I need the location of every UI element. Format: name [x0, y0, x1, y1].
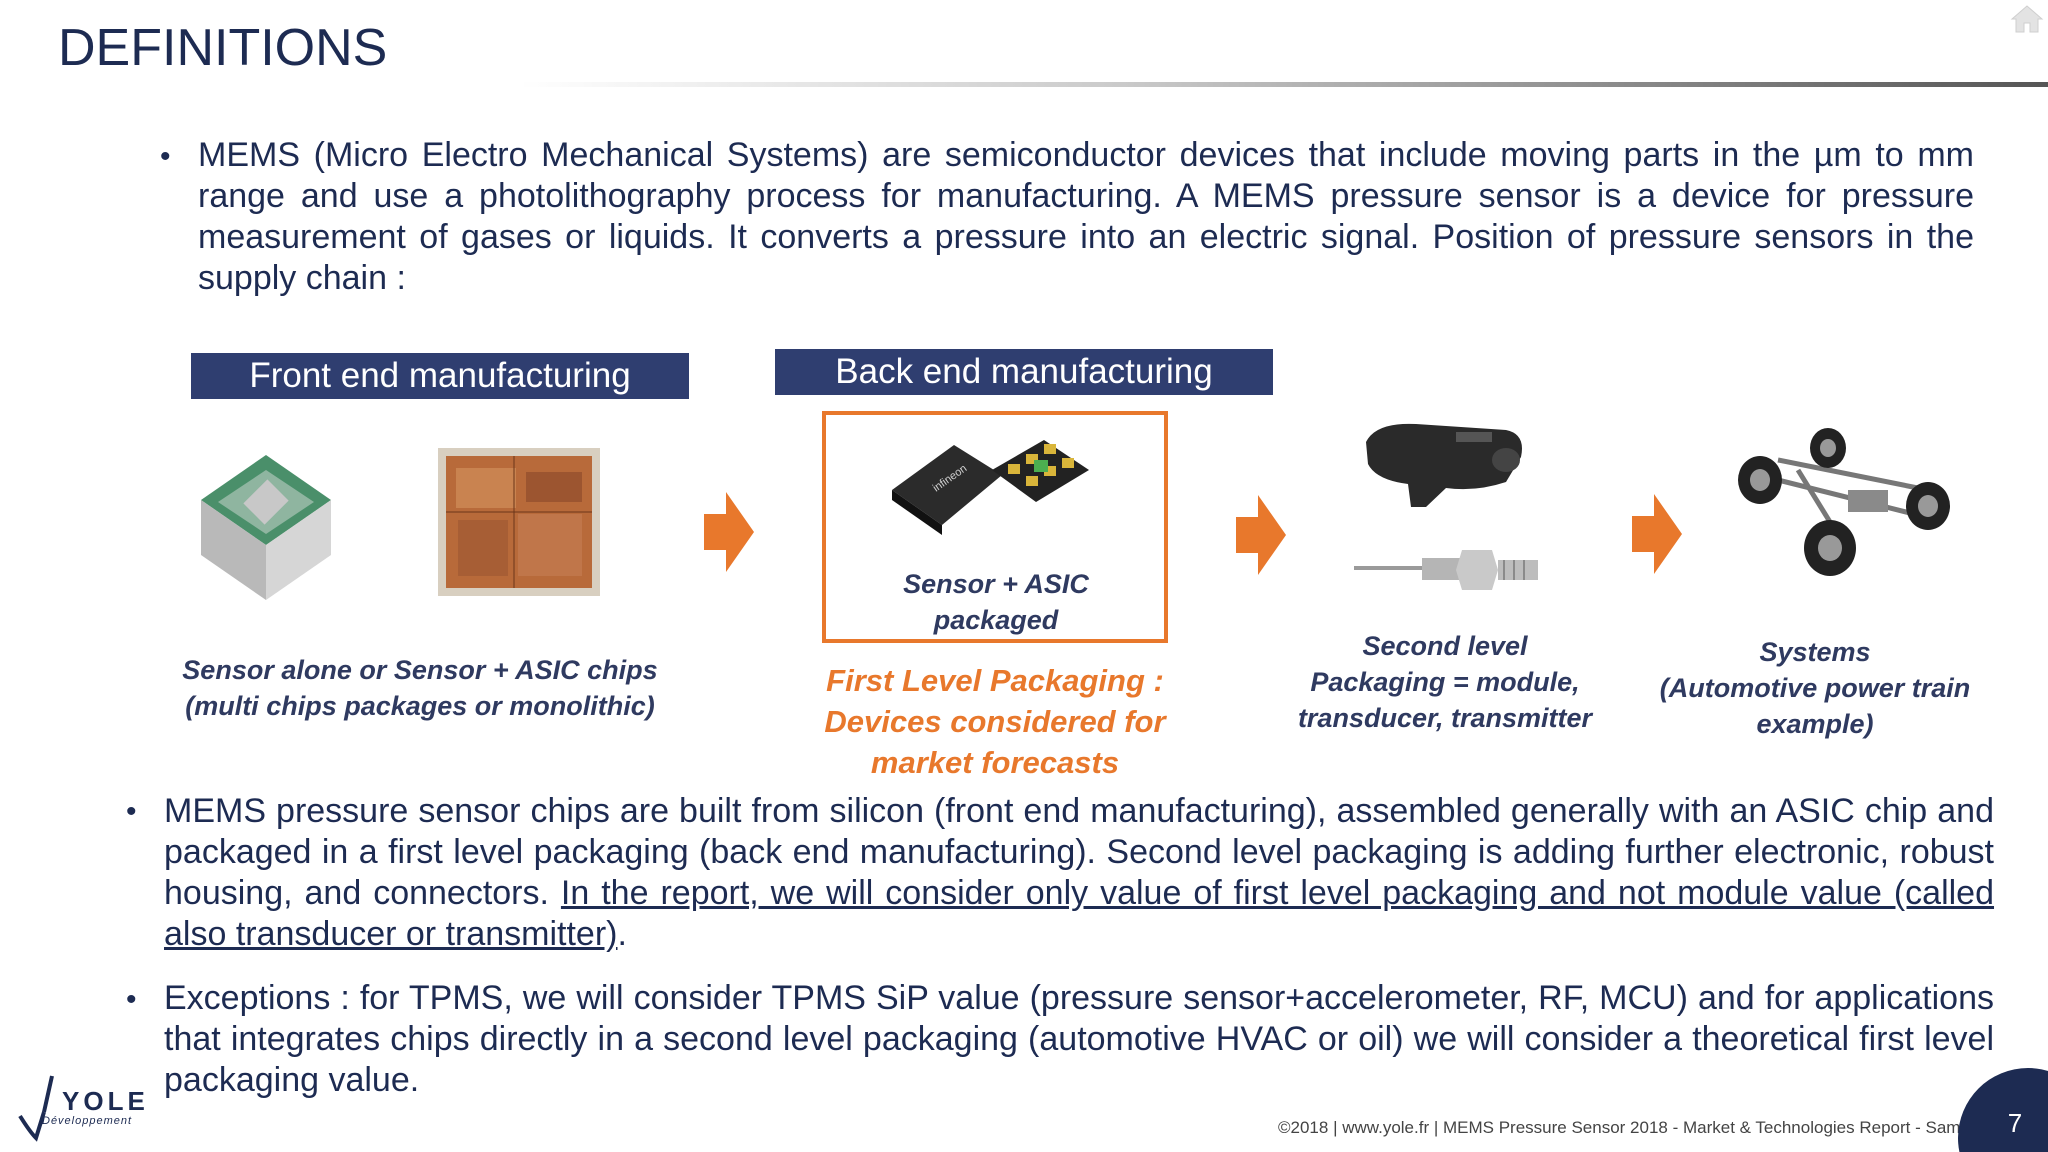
- logo-subtext: Développement: [42, 1115, 132, 1127]
- caption-systems: Systems (Automotive power train example): [1659, 637, 1971, 739]
- yole-logo: YOLE Développement: [18, 1075, 149, 1142]
- first-level-highlight-box: [822, 411, 1168, 643]
- asic-die-image: [438, 448, 600, 596]
- footer-text: ©2018 | www.yole.fr | MEMS Pressure Sens…: [1278, 1118, 1984, 1137]
- title-divider: [520, 82, 2048, 87]
- caption-first-level: First Level Packaging : Devices consider…: [824, 663, 1166, 780]
- home-icon[interactable]: [2010, 4, 2044, 34]
- paragraph-end: .: [617, 915, 627, 953]
- pressure-module-image: [1366, 423, 1522, 507]
- arrow-shape: [1632, 494, 1682, 574]
- arrow-shape: [704, 492, 754, 572]
- body-paragraph-1: MEMS pressure sensor chips are built fro…: [164, 791, 1994, 955]
- sensor-chip-image: [201, 455, 331, 600]
- page-number: 7: [2007, 1108, 2023, 1138]
- arrow-shape: [1236, 495, 1286, 575]
- caption-second-level: Second level Packaging = module, transdu…: [1297, 631, 1593, 733]
- car-chassis-image: [1738, 428, 1950, 576]
- front-end-label: Front end manufacturing: [191, 353, 689, 399]
- page-title: DEFINITIONS: [58, 19, 388, 77]
- caption-packaged: Sensor + ASIC packaged: [903, 569, 1089, 635]
- paragraph-text: MEMS pressure sensor chips are built fro…: [164, 792, 1994, 912]
- caption-chips: Sensor alone or Sensor + ASIC chips (mul…: [182, 655, 658, 721]
- body-bullet-1: •: [126, 795, 137, 828]
- body-paragraph-2: Exceptions : for TPMS, we will consider …: [164, 979, 1994, 1099]
- body-bullet-2: •: [126, 983, 137, 1016]
- report-scope-note: In the report, we will consider only val…: [164, 874, 1995, 953]
- intro-paragraph: MEMS (Micro Electro Mechanical Systems) …: [198, 136, 1974, 297]
- pressure-transmitter-image: [1354, 550, 1538, 590]
- arrow-right-icon: [1236, 495, 1286, 575]
- intro-bullet: •: [160, 140, 171, 173]
- logo-text: YOLE: [62, 1086, 149, 1116]
- back-end-label: Back end manufacturing: [775, 349, 1273, 395]
- packaged-sensor-image: infineon: [892, 440, 1089, 535]
- arrow-right-icon: [704, 492, 754, 572]
- arrow-right-icon: [1632, 494, 1682, 574]
